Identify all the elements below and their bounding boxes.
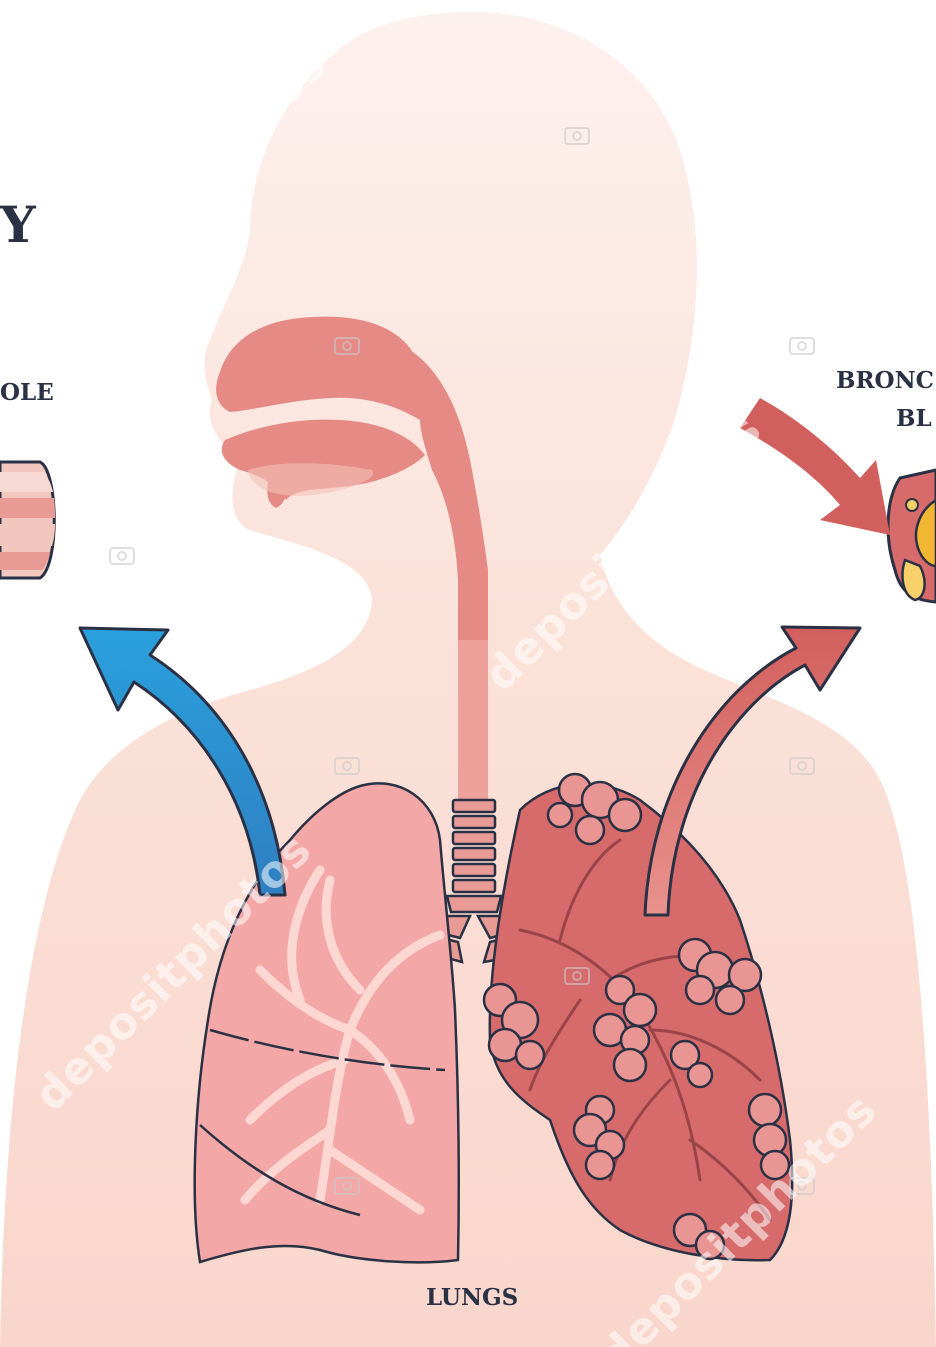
bronchiole-blocked-illustration (888, 470, 936, 602)
left-structure-label: OLE (0, 381, 54, 404)
lungs-label: LUNGS (426, 1286, 518, 1309)
bronchiole-healthy-illustration (0, 462, 55, 578)
arrow-into-blocked-detail (740, 398, 890, 535)
right-structure-label-line1: BRONC (836, 369, 934, 392)
title-fragment: Y (0, 200, 36, 250)
right-structure-label-line2: BL (896, 407, 932, 430)
